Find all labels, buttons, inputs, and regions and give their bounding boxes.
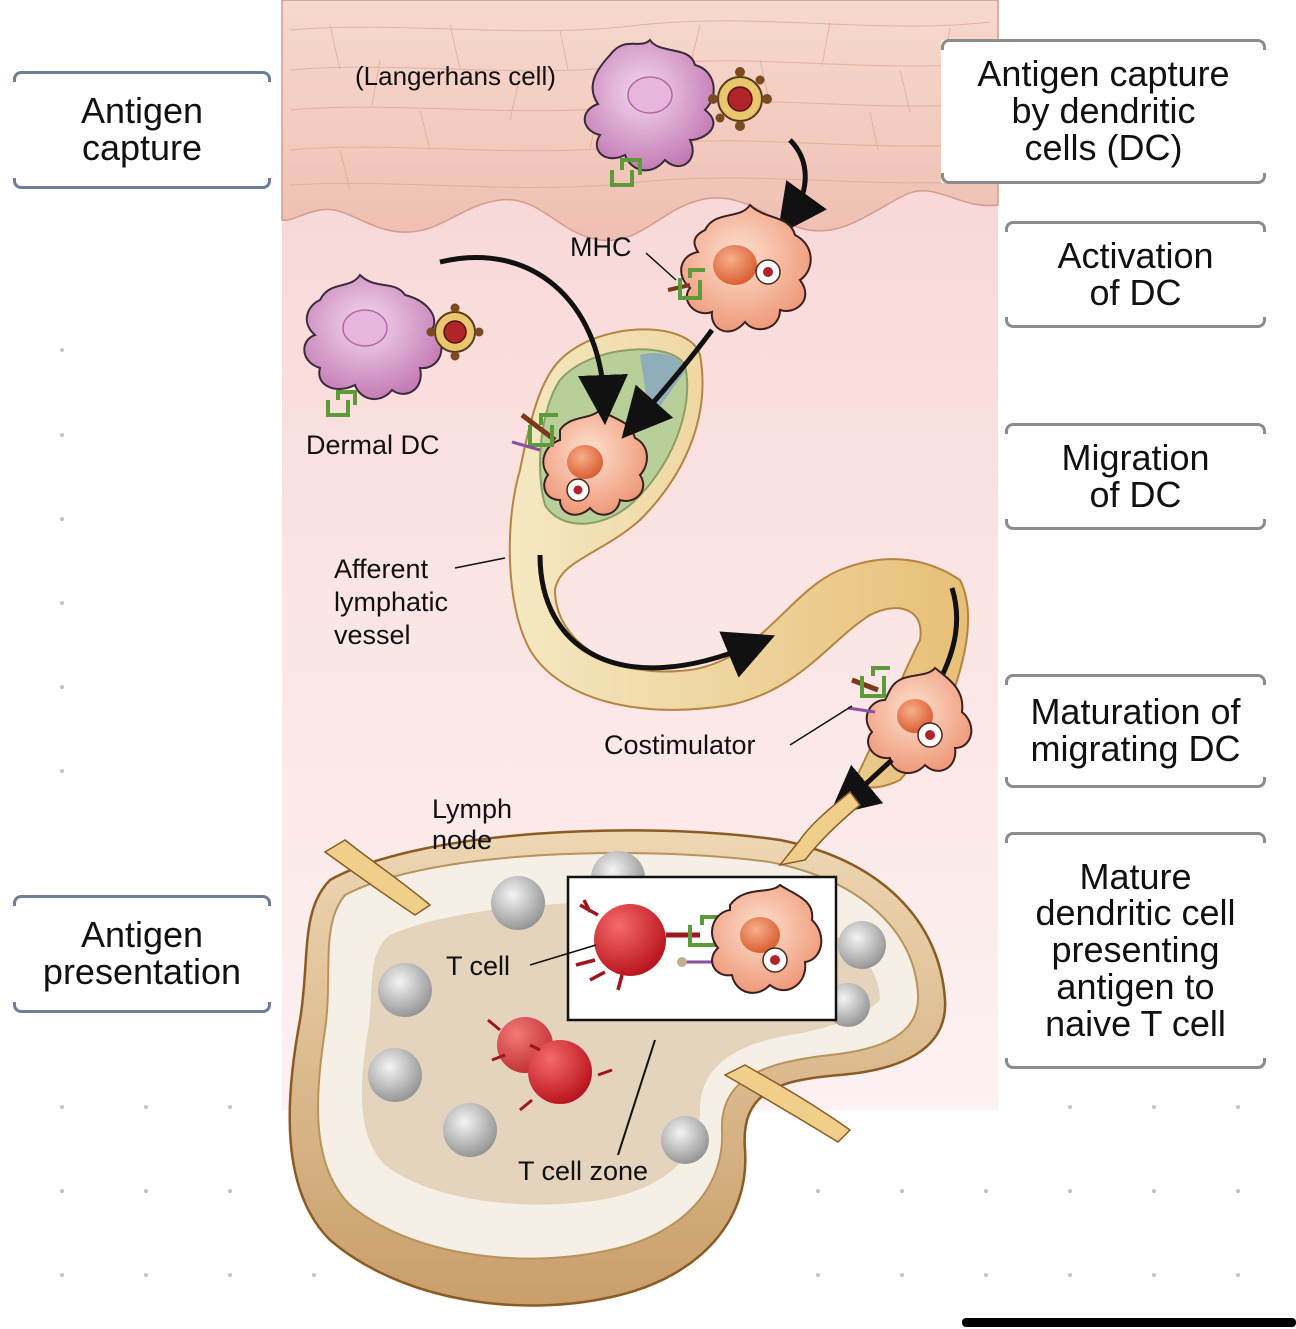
t-cell-label: T cell	[446, 951, 510, 981]
grid-dot	[228, 1273, 232, 1277]
costimulator-pointer-line	[789, 705, 853, 746]
grid-dot	[144, 1273, 148, 1277]
label-line: capture	[81, 127, 203, 168]
antigen-presentation-inset	[566, 875, 838, 1022]
lymph-node	[288, 790, 947, 1307]
label-line: Mature	[1079, 855, 1192, 897]
grid-dot	[60, 685, 64, 689]
grid-dot	[60, 769, 64, 773]
grid-dot	[900, 1189, 904, 1193]
grid-dot	[60, 601, 64, 605]
naive-t-cells	[487, 1017, 613, 1112]
grid-dot	[900, 1273, 904, 1277]
afferent-vessel-label: Afferent lymphatic vessel	[334, 554, 456, 650]
t-cell-pointer-line	[529, 944, 597, 966]
grid-dot	[60, 1189, 64, 1193]
grid-dot	[1236, 1189, 1240, 1193]
grid-dot	[1152, 1189, 1156, 1193]
mature-dendritic-cell	[711, 883, 823, 994]
activated-dendritic-cell	[680, 203, 812, 333]
grid-dot	[1152, 1105, 1156, 1109]
label-line: naive T cell	[1045, 1002, 1226, 1044]
dermal-dc-label: Dermal DC	[306, 430, 440, 460]
langerhans-label: (Langerhans cell)	[355, 61, 556, 91]
label-line: antigen to	[1056, 965, 1215, 1007]
mhc-pointer-line	[645, 252, 677, 281]
grid-dot	[984, 1273, 988, 1277]
lymph-node-label: Lymph node	[432, 794, 520, 855]
label-line: Antigen	[80, 914, 204, 956]
label-line: presentation	[42, 951, 242, 992]
grid-dot	[60, 433, 64, 437]
arrow-capture-to-activation	[777, 138, 827, 236]
grid-dot	[1236, 1105, 1240, 1109]
grid-dot	[60, 1105, 64, 1109]
arrow-down-vessel	[937, 587, 960, 682]
label-antigen-capture: Antigen capture	[13, 71, 271, 189]
grid-dot	[1068, 1273, 1072, 1277]
mhc-label: MHC	[570, 232, 632, 262]
arrow-activated-to-vessel	[621, 328, 715, 439]
grid-dot	[144, 1189, 148, 1193]
dermal-dendritic-cell	[303, 273, 484, 417]
label-line: of DC	[1089, 473, 1182, 515]
label-antigen-presentation: Antigen presentation	[13, 895, 271, 1013]
label-line: dendritic cell	[1035, 892, 1236, 934]
afferent-pointer-line	[454, 557, 506, 569]
mhc-receptor-icon	[610, 158, 642, 187]
label-migration-of-dc: Migration of DC	[1005, 423, 1266, 530]
migrating-dendritic-cell	[511, 408, 648, 516]
grid-dot	[312, 1273, 316, 1277]
antigen-virus-particle	[708, 67, 772, 131]
grid-dot	[1152, 1273, 1156, 1277]
t-cell-zone-pointer-line	[617, 1039, 656, 1156]
grid-dot	[144, 1105, 148, 1109]
grid-dot	[1068, 1105, 1072, 1109]
label-capture-by-dc: Antigen capture by dendritic cells (DC)	[941, 39, 1266, 184]
costimulator-label: Costimulator	[604, 730, 756, 760]
grid-dot	[60, 1273, 64, 1277]
grid-dot	[984, 1189, 988, 1193]
arrow-along-vessel	[537, 554, 776, 678]
horizontal-scrollbar[interactable]	[962, 1318, 1296, 1327]
grid-dot	[816, 1273, 820, 1277]
grid-dot	[60, 517, 64, 521]
label-line: presenting	[1051, 929, 1220, 971]
label-line: Antigen	[80, 90, 204, 132]
langerhans-cell	[583, 38, 715, 172]
arrow-dermal-to-vessel	[439, 255, 628, 425]
label-line: Antigen capture	[977, 53, 1230, 95]
label-line: Activation	[1057, 234, 1214, 276]
label-maturation-of-dc: Maturation of migrating DC	[1005, 674, 1266, 788]
label-line: migrating DC	[1030, 728, 1241, 769]
mhc-molecule-icon	[667, 268, 705, 300]
label-line: by dendritic	[1011, 90, 1196, 132]
grid-dot	[816, 1189, 820, 1193]
label-mature-dc-presenting: Mature dendritic cell presenting antigen…	[1005, 832, 1266, 1069]
grid-dot	[1068, 1189, 1072, 1193]
label-activation-of-dc: Activation of DC	[1005, 221, 1266, 328]
t-cell-zone-label: T cell zone	[518, 1156, 648, 1186]
label-line: of DC	[1089, 271, 1182, 313]
maturing-dendritic-cell	[847, 666, 973, 775]
label-line: Migration	[1061, 436, 1210, 478]
label-line: cells (DC)	[1024, 126, 1183, 168]
grid-dot	[228, 1189, 232, 1193]
grid-dot	[228, 1105, 232, 1109]
grid-dot	[60, 348, 64, 352]
grid-dot	[1236, 1273, 1240, 1277]
label-line: Maturation of	[1030, 691, 1241, 733]
